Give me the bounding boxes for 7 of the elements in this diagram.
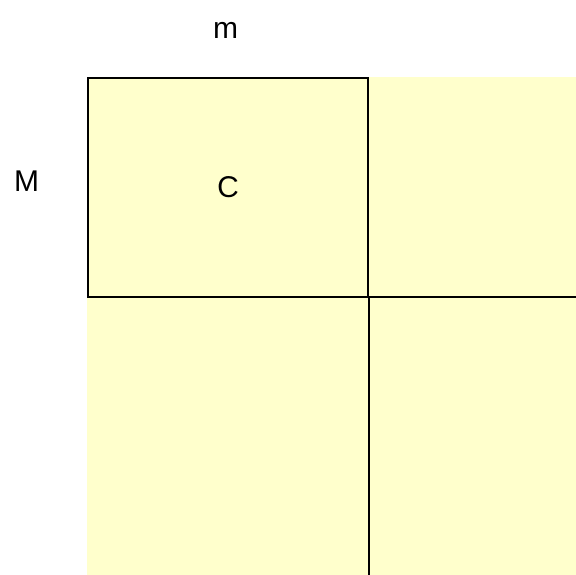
block-label: C [217, 172, 239, 202]
matrix-block [87, 298, 369, 575]
matrix-block [369, 77, 576, 297]
dimension-label: M [14, 167, 39, 197]
dimension-label: m [213, 14, 238, 44]
matrix-block [368, 296, 576, 575]
matrix-block [87, 77, 369, 298]
